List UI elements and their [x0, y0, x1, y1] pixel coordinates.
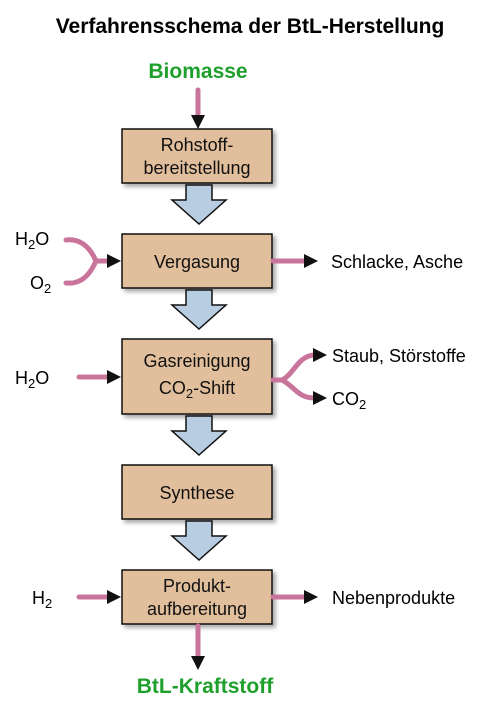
step-gasreinigung-line1: Gasreinigung: [143, 351, 250, 371]
flow-arrow-4: [170, 520, 228, 562]
input-label: Biomasse: [148, 60, 247, 83]
merge-input-arrow-head: [107, 254, 121, 268]
co2-output-arrow-head: [313, 391, 327, 405]
co2-output-line: [279, 377, 317, 401]
step-produkt-line1: Produkt-: [163, 576, 231, 596]
step-rohstoff-line1: Rohstoff-: [161, 135, 234, 155]
output-label: BtL-Kraftstoff: [137, 675, 274, 698]
step-synthese-label: Synthese: [159, 483, 234, 503]
slag-label: Schlacke, Asche: [331, 252, 463, 272]
byproducts-output-arrow-head: [304, 590, 318, 604]
h2o-input-1-label: H2O: [15, 229, 49, 252]
flow-arrow-2: [170, 289, 228, 331]
step-rohstoff-box: [121, 128, 273, 184]
step-produkt-line2: aufbereitung: [147, 599, 247, 619]
input-arrow-head: [191, 115, 205, 129]
co2-label: CO2: [332, 389, 366, 412]
step-rohstoff-line2: bereitstellung: [143, 158, 250, 178]
flow-arrow-1: [170, 184, 228, 226]
step-produkt-box: [121, 569, 273, 625]
step-vergasung-box: [121, 233, 273, 289]
byproducts-label: Nebenprodukte: [332, 588, 455, 608]
step-gasreinigung-box: [121, 338, 273, 415]
h2o-input-2-arrow-head: [107, 370, 121, 384]
dust-label: Staub, Störstoffe: [332, 346, 466, 366]
dust-output-line: [279, 352, 317, 383]
step-synthese-box: [121, 464, 273, 520]
h2o-input-2-label: H2O: [15, 368, 49, 391]
h2-input-arrow-head: [107, 590, 121, 604]
step-gasreinigung-line2: CO2-Shift: [159, 378, 235, 401]
slag-output-arrow-head: [304, 254, 318, 268]
o2-input-label: O2: [30, 273, 51, 296]
step-vergasung-label: Vergasung: [154, 252, 240, 272]
flow-arrow-3: [170, 415, 228, 457]
h2o-input-1-line: [63, 237, 99, 264]
o2-input-line: [63, 258, 99, 286]
output-arrow-head: [191, 656, 205, 670]
h2-input-label: H2: [32, 588, 52, 611]
diagram-title: Verfahrensschema der BtL-Herstellung: [56, 15, 445, 38]
dust-output-arrow-head: [313, 348, 327, 362]
